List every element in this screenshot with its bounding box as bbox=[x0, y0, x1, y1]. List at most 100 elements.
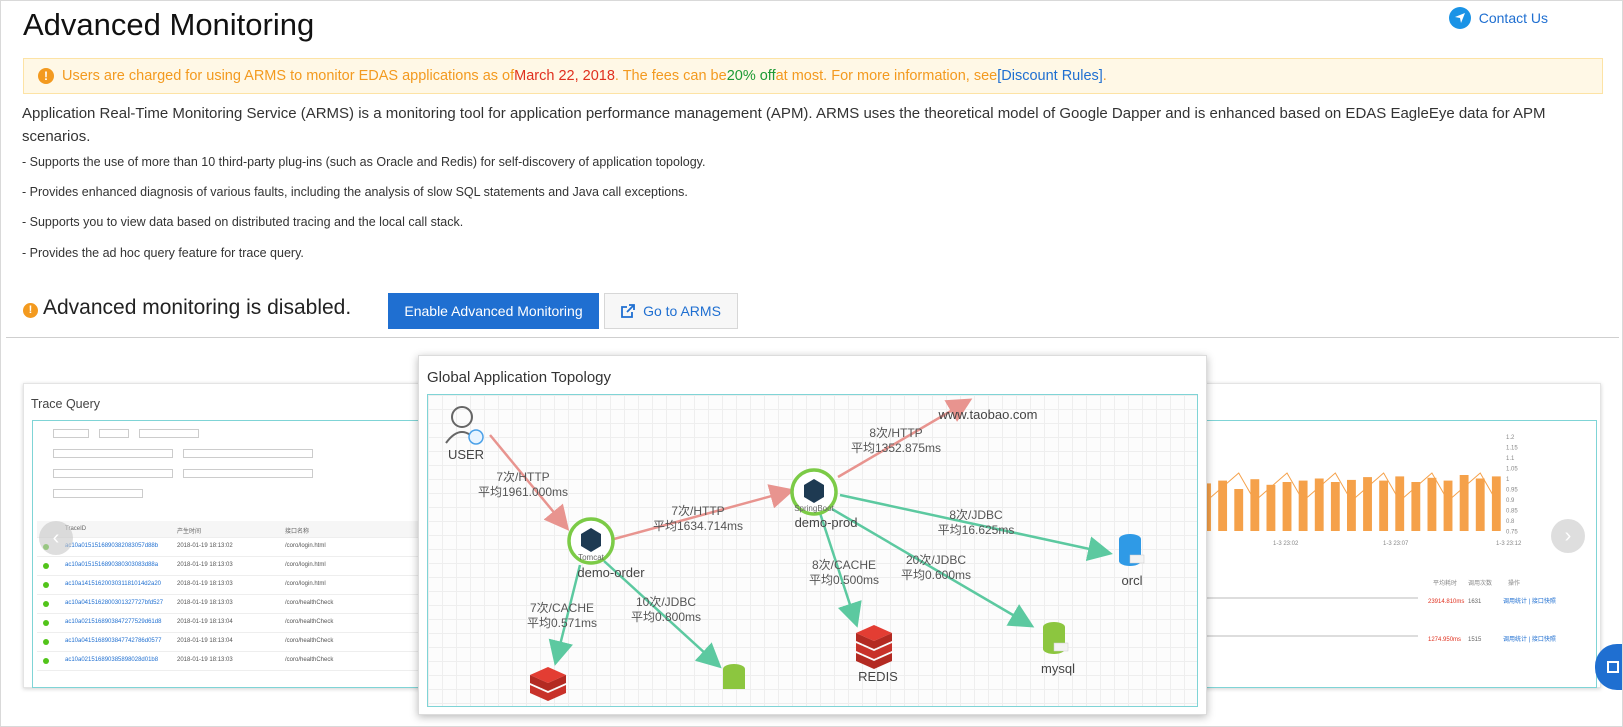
notice-text-3: at most. For more information, see bbox=[775, 68, 998, 84]
table-cell: 调用统计 | 接口快照 bbox=[1503, 597, 1556, 605]
contact-us-link[interactable]: Contact Us bbox=[1448, 7, 1548, 29]
sql-text-placeholder bbox=[1178, 635, 1418, 637]
divider bbox=[6, 337, 1619, 338]
status-text: Advanced monitoring is disabled. bbox=[43, 296, 352, 319]
enable-advanced-monitoring-button[interactable]: Enable Advanced Monitoring bbox=[388, 293, 599, 329]
table-header-cell: 平均耗时 bbox=[1433, 579, 1457, 587]
billing-notice: ! Users are charged for using ARMS to mo… bbox=[23, 58, 1603, 94]
table-row: ac10a0415168903847742786d0577 2018-01-19 … bbox=[37, 633, 431, 652]
edge-order-prod bbox=[613, 484, 795, 541]
x-tick-label: 1-3 23:02 bbox=[1273, 541, 1299, 547]
chart-bar bbox=[1379, 480, 1389, 531]
warning-icon: ! bbox=[23, 302, 38, 318]
trace-time: 2018-01-19 18:13:02 bbox=[177, 543, 233, 549]
user-node-label: USER bbox=[448, 447, 484, 462]
trace-id: ac10a1415162003031181014d2a20 bbox=[65, 581, 161, 587]
table-cell: 23914.810ms bbox=[1428, 599, 1464, 605]
edge-label: 平均0.600ms bbox=[901, 568, 971, 582]
mysql-db-icon bbox=[723, 664, 745, 689]
edge-label: 平均1961.000ms bbox=[478, 485, 568, 499]
chart-bar bbox=[1250, 479, 1260, 531]
trace-time: 2018-01-19 18:13:03 bbox=[177, 657, 233, 663]
edge-prod-redis bbox=[818, 512, 862, 628]
trace-path: /coro/login.html bbox=[285, 543, 326, 549]
contact-us-label: Contact Us bbox=[1478, 10, 1548, 26]
chart-line bbox=[1189, 472, 1497, 502]
edge-user-order bbox=[489, 434, 570, 531]
chart-bar bbox=[1266, 484, 1276, 531]
edge-label: 20次/JDBC bbox=[906, 553, 966, 567]
table-cell: 调用统计 | 接口快照 bbox=[1503, 635, 1556, 643]
notice-discount: 20% off bbox=[726, 68, 776, 84]
trace-id: ac10a0215168903847277529d61d8 bbox=[65, 619, 162, 625]
user-node-icon bbox=[445, 406, 484, 445]
taobao-node-label: www.taobao.com bbox=[938, 407, 1038, 422]
tomcat-badge: Tomcat bbox=[578, 553, 605, 562]
trace-query-screenshot: TraceID 产生时间 接口名称 ac10a01515168903820830… bbox=[32, 420, 432, 688]
chevron-left-icon: ‹ bbox=[52, 526, 60, 549]
edge-label: 平均16.625ms bbox=[938, 523, 1015, 537]
y-tick-label: 0.9 bbox=[1506, 498, 1515, 504]
edge-label: 10次/JDBC bbox=[636, 595, 696, 609]
monitoring-status: ! Advanced monitoring is disabled. bbox=[23, 296, 351, 320]
notice-text-2: . The fees can be bbox=[614, 68, 727, 84]
y-tick-label: 1 bbox=[1506, 477, 1510, 483]
edge-prod-mysql bbox=[831, 507, 1035, 628]
mysql-node-label: mysql bbox=[1041, 661, 1075, 676]
redis-node-label: REDIS bbox=[858, 669, 898, 684]
topology-title: Global Application Topology bbox=[427, 369, 612, 386]
grid-icon bbox=[1607, 661, 1619, 673]
go-to-arms-label: Go to ARMS bbox=[643, 303, 721, 319]
page-title: Advanced Monitoring bbox=[23, 7, 315, 42]
edge-label: 7次/HTTP bbox=[496, 470, 549, 484]
chart-bar bbox=[1411, 482, 1421, 531]
trace-time: 2018-01-19 18:13:03 bbox=[177, 562, 233, 568]
header-time: 产生时间 bbox=[177, 529, 202, 535]
chart-bar bbox=[1475, 478, 1485, 531]
edge-label: 平均1634.714ms bbox=[653, 519, 743, 533]
chart-bar bbox=[1459, 475, 1469, 531]
redis-icon bbox=[856, 625, 892, 669]
trace-time: 2018-01-19 18:13:03 bbox=[177, 581, 233, 587]
trace-query-title: Trace Query bbox=[31, 397, 101, 411]
chart-bar bbox=[1330, 482, 1340, 531]
trace-query-preview: Trace Query TraceID 产生时间 接口名称 ac10a01515… bbox=[23, 383, 433, 688]
oracle-db-icon bbox=[1119, 534, 1145, 566]
carousel-next-button[interactable]: › bbox=[1551, 519, 1585, 553]
edge-label: 8次/JDBC bbox=[949, 508, 1003, 522]
y-tick-label: 0.95 bbox=[1506, 488, 1518, 494]
edge-label: 7次/HTTP bbox=[671, 504, 724, 518]
edge-label: 7次/CACHE bbox=[530, 601, 594, 615]
mysql-db-icon bbox=[1043, 622, 1069, 654]
carousel-prev-button[interactable]: ‹ bbox=[39, 521, 73, 555]
chart-bar bbox=[1314, 478, 1324, 531]
go-to-arms-button[interactable]: Go to ARMS bbox=[604, 293, 738, 329]
trace-time: 2018-01-19 18:13:04 bbox=[177, 638, 233, 644]
trace-path: /coro/healthCheck bbox=[285, 638, 334, 644]
chart-bar bbox=[1347, 479, 1356, 531]
chart-bar bbox=[1443, 480, 1453, 531]
discount-rules-link[interactable]: [Discount Rules] bbox=[997, 68, 1103, 84]
trace-path: /coro/healthCheck bbox=[285, 600, 334, 606]
chart-bar bbox=[1491, 476, 1501, 531]
chart-bar bbox=[1298, 480, 1308, 531]
notice-date: March 22, 2018 bbox=[514, 68, 615, 84]
chevron-right-icon: › bbox=[1564, 524, 1572, 547]
y-tick-label: 1.1 bbox=[1506, 456, 1515, 462]
orcl-node-label: orcl bbox=[1122, 573, 1143, 588]
trace-id: ac10a0415168903847742786d0577 bbox=[65, 638, 162, 644]
trace-path: /coro/login.html bbox=[285, 581, 326, 587]
y-tick-label: 1.15 bbox=[1506, 446, 1518, 452]
floating-menu-button[interactable] bbox=[1595, 644, 1622, 690]
feature-item: - Supports you to view data based on dis… bbox=[22, 215, 464, 229]
edge-label: 平均0.500ms bbox=[809, 573, 879, 587]
table-cell: 1631 bbox=[1468, 599, 1482, 605]
feature-item: - Provides enhanced diagnosis of various… bbox=[22, 185, 688, 199]
table-cell: 1515 bbox=[1468, 637, 1482, 643]
